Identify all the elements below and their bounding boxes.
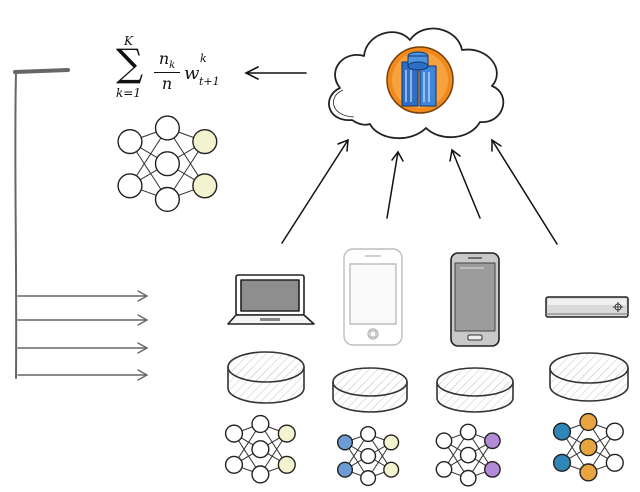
set-top-box-icon [545, 296, 629, 318]
database-icon [227, 351, 305, 404]
formula-denominator: n [161, 74, 173, 94]
neural-network-icon [224, 414, 296, 484]
phone-icon [343, 248, 403, 346]
aggregate-arrow [244, 66, 307, 80]
formula-lower-limit: k=1 [116, 86, 141, 100]
database-icon [332, 367, 408, 413]
neural-network-icon [552, 412, 624, 482]
feed-arrows [17, 290, 149, 381]
formula-numerator: nk [154, 49, 180, 74]
neural-network-icon [435, 423, 501, 487]
formula-sum-symbol: ∑ [116, 41, 144, 85]
server-icon [386, 46, 454, 114]
neural-network-icon [336, 425, 400, 487]
formula-weight: w [184, 63, 200, 84]
formula-weight-sup: k [200, 52, 207, 65]
formula-upper-limit: K [124, 34, 133, 48]
database-icon [549, 352, 629, 402]
formula-weight-sub: t+1 [199, 75, 220, 88]
formula-fraction: nk n [154, 49, 180, 93]
aggregation-formula: K ∑ k=1 nk n w k t+1 [112, 30, 232, 110]
laptop-icon [227, 274, 315, 325]
database-icon [436, 367, 514, 413]
neural-network-icon [117, 115, 218, 212]
smartphone-icon [450, 252, 500, 347]
upload-arrows [281, 138, 558, 245]
left-bracket [13, 68, 70, 379]
